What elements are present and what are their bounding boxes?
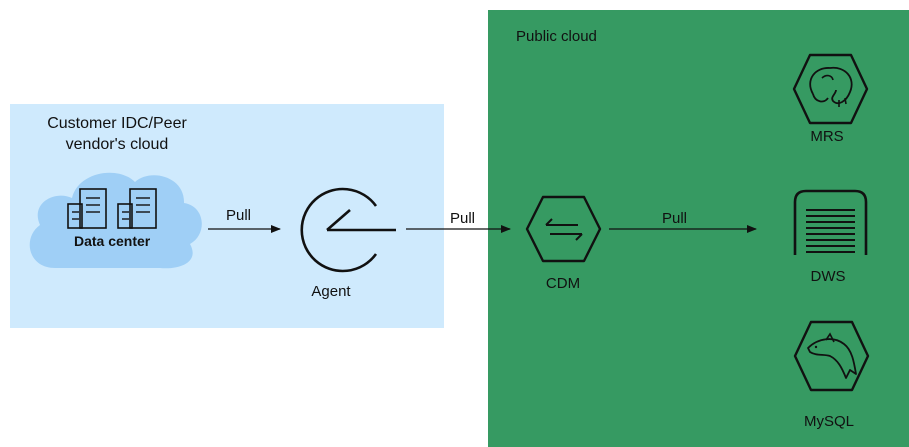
dolphin-icon [793, 320, 870, 392]
pull-label-cdm-dws: Pull [662, 210, 688, 227]
mrs-label: MRS [810, 128, 844, 145]
mysql-label: MySQL [803, 413, 855, 430]
data-center-label: Data center [74, 233, 151, 249]
pull-label-datacenter-agent: Pull [226, 207, 252, 224]
customer-zone-title-line1: Customer IDC/Peer [47, 115, 187, 132]
customer-zone-title: Customer IDC/Peer vendor's cloud [7, 113, 227, 155]
elephant-icon [792, 53, 869, 125]
cloud-building-icon [29, 172, 202, 269]
customer-zone-title-line2: vendor's cloud [65, 136, 169, 153]
agent-dial-icon [300, 187, 396, 273]
public-zone-title: Public cloud [516, 28, 597, 45]
transfer-arrows-icon [525, 195, 602, 263]
pull-label-agent-cdm: Pull [450, 210, 476, 227]
warehouse-icon [793, 189, 868, 255]
agent-label: Agent [311, 283, 351, 300]
dws-label: DWS [810, 268, 846, 285]
cdm-label: CDM [545, 275, 581, 292]
